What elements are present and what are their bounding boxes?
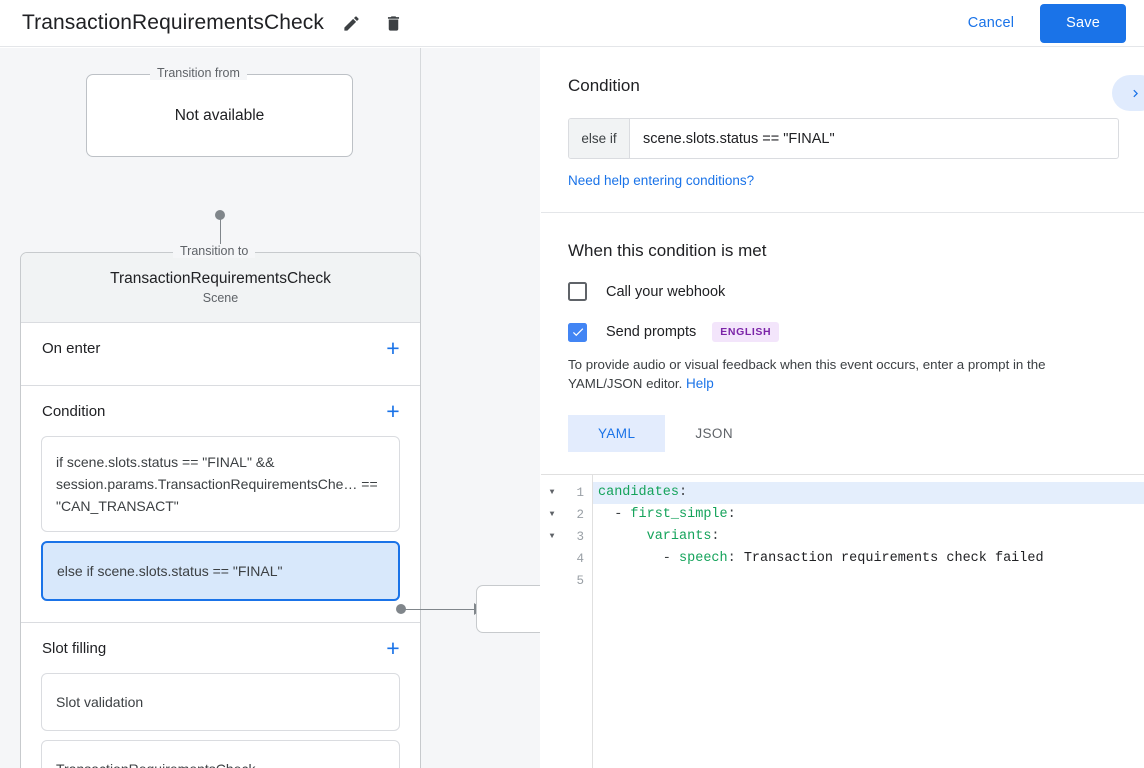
editor-line-number: ▼3 xyxy=(541,526,592,548)
code-token: - xyxy=(598,551,680,566)
code-token: : xyxy=(711,529,720,544)
transition-to-legend: Transition to xyxy=(173,244,256,258)
transition-to-node[interactable]: TransactionRequirementsCheck Scene On en… xyxy=(20,252,421,768)
edit-title-button[interactable] xyxy=(336,8,366,38)
node-section-slot-filling: Slot filling + Slot validation Transacti… xyxy=(21,623,420,768)
condition-help-link[interactable]: Need help entering conditions? xyxy=(568,173,755,188)
language-badge: ENGLISH xyxy=(712,322,780,342)
flow-canvas[interactable]: Not available Transition from Transition… xyxy=(0,48,540,768)
editor-line-number: ▼1 xyxy=(541,482,592,504)
editor-code-line[interactable]: variants: xyxy=(593,526,1144,548)
condition-input[interactable] xyxy=(630,119,1118,158)
slot-filling-item-2[interactable]: TransactionRequirementsCheck xyxy=(41,740,400,768)
checkmark-icon xyxy=(572,328,583,337)
send-prompts-label: Send prompts xyxy=(606,324,697,340)
condition-prefix-label: else if xyxy=(569,119,630,158)
code-token: : xyxy=(727,551,744,566)
code-token: : xyxy=(727,507,736,522)
code-token: candidates xyxy=(598,485,680,500)
editor-code-line[interactable]: candidates: xyxy=(593,482,1144,504)
fold-arrow-icon[interactable]: ▼ xyxy=(549,510,555,519)
condition-item-1[interactable]: if scene.slots.status == "FINAL" && sess… xyxy=(41,436,400,532)
call-webhook-label: Call your webhook xyxy=(606,283,726,300)
add-condition-button[interactable]: + xyxy=(380,398,406,424)
slot-filling-item-1[interactable]: Slot validation xyxy=(41,673,400,731)
downstream-node[interactable] xyxy=(476,585,540,633)
code-token: - xyxy=(598,507,631,522)
delete-button[interactable] xyxy=(378,8,408,38)
tab-json[interactable]: JSON xyxy=(665,415,763,452)
editor-line-number: 4 xyxy=(541,548,592,570)
send-prompts-description: To provide audio or visual feedback when… xyxy=(568,355,1119,393)
fold-arrow-icon[interactable]: ▼ xyxy=(549,532,555,541)
editor-format-tabs: YAML JSON xyxy=(568,415,1119,452)
details-panel: Condition else if Need help entering con… xyxy=(541,48,1144,768)
prompts-help-link[interactable]: Help xyxy=(686,376,714,391)
line-number: 5 xyxy=(576,574,584,588)
section-header-condition: Condition + xyxy=(21,386,420,436)
code-token: variants xyxy=(646,529,712,544)
send-prompts-row[interactable]: Send prompts ENGLISH xyxy=(568,322,1119,342)
code-token: first_simple xyxy=(630,507,728,522)
section-title-on-enter: On enter xyxy=(42,339,101,357)
code-token xyxy=(598,529,647,544)
node-header: TransactionRequirementsCheck Scene xyxy=(21,253,420,323)
code-token: : xyxy=(679,485,688,500)
line-number: 3 xyxy=(576,530,584,544)
condition-edge-line xyxy=(404,608,478,611)
save-button[interactable]: Save xyxy=(1040,3,1126,43)
call-webhook-checkbox[interactable] xyxy=(568,282,587,301)
section-header-on-enter: On enter + xyxy=(21,323,420,373)
fold-arrow-icon[interactable]: ▼ xyxy=(549,488,555,497)
editor-code-line[interactable] xyxy=(593,570,1144,592)
section-title-condition: Condition xyxy=(42,402,106,420)
condition-input-row[interactable]: else if xyxy=(568,118,1119,159)
node-section-on-enter: On enter + xyxy=(21,323,420,386)
condition-item-2-selected[interactable]: else if scene.slots.status == "FINAL" xyxy=(41,541,400,601)
when-condition-met-block: When this condition is met Call your web… xyxy=(541,213,1144,474)
pencil-icon xyxy=(343,15,359,31)
transition-from-node[interactable]: Not available xyxy=(86,74,353,157)
code-token: Transaction requirements check failed xyxy=(743,551,1044,566)
send-prompts-checkbox[interactable] xyxy=(568,322,587,342)
transition-from-text: Not available xyxy=(174,106,265,124)
page-title: TransactionRequirementsCheck xyxy=(22,11,324,34)
editor-code-area[interactable]: candidates: - first_simple: variants: - … xyxy=(593,475,1144,768)
editor-code-line[interactable]: - first_simple: xyxy=(593,504,1144,526)
section-header-slot-filling: Slot filling + xyxy=(21,623,420,673)
cancel-button[interactable]: Cancel xyxy=(954,7,1028,39)
expand-panel-button[interactable] xyxy=(1112,75,1144,111)
editor-line-number: ▼2 xyxy=(541,504,592,526)
node-section-condition: Condition + if scene.slots.status == "FI… xyxy=(21,386,420,623)
add-on-enter-button[interactable]: + xyxy=(380,335,406,361)
condition-block: Condition else if Need help entering con… xyxy=(541,48,1144,213)
line-number: 2 xyxy=(576,508,584,522)
editor-line-number: 5 xyxy=(541,570,592,592)
tab-yaml[interactable]: YAML xyxy=(568,415,666,452)
send-prompts-description-text: To provide audio or visual feedback when… xyxy=(568,357,1046,391)
code-token: speech xyxy=(679,551,728,566)
top-bar: TransactionRequirementsCheck Cancel Save xyxy=(0,0,1144,47)
line-number: 1 xyxy=(576,486,584,500)
trash-icon xyxy=(387,15,399,31)
node-title: TransactionRequirementsCheck xyxy=(110,270,331,287)
when-met-heading: When this condition is met xyxy=(568,241,767,260)
editor-code-line[interactable]: - speech: Transaction requirements check… xyxy=(593,548,1144,570)
node-subtitle: Scene xyxy=(202,291,239,305)
line-number: 4 xyxy=(576,552,584,566)
condition-edge-dot xyxy=(396,604,406,614)
connector-line xyxy=(219,215,222,263)
condition-heading: Condition xyxy=(568,76,640,95)
chevron-right-icon xyxy=(1132,89,1138,97)
add-slot-filling-button[interactable]: + xyxy=(380,635,406,661)
section-title-slot-filling: Slot filling xyxy=(42,639,107,657)
webhook-row[interactable]: Call your webhook xyxy=(568,282,1119,301)
transition-from-legend: Transition from xyxy=(150,66,247,80)
